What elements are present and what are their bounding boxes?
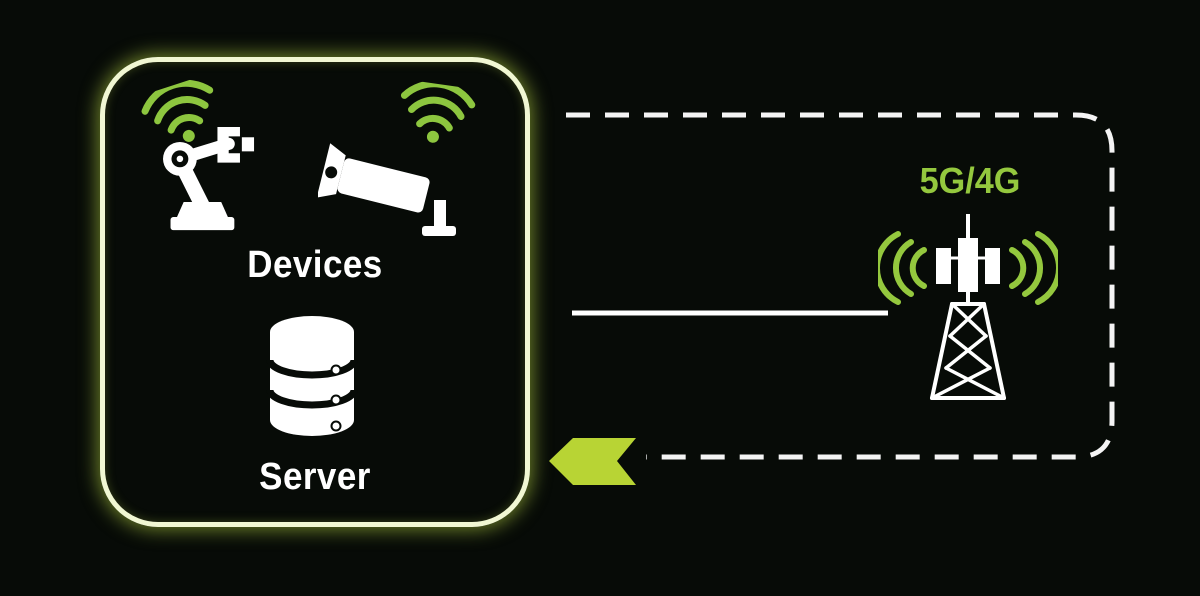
network-type-label: 5G/4G xyxy=(919,160,1021,201)
robot-arm-icon xyxy=(163,126,255,231)
radio-waves-right xyxy=(1009,231,1058,305)
server-label: Server xyxy=(259,456,371,498)
radio-waves-left xyxy=(878,231,927,305)
wifi-signal-icon xyxy=(141,79,214,142)
dashed-route-line xyxy=(566,112,1115,460)
cell-tower-icon xyxy=(878,214,1058,400)
device-box xyxy=(100,57,530,527)
database-icon xyxy=(266,316,358,436)
cctv-camera-icon xyxy=(318,143,456,236)
devices-label: Devices xyxy=(247,244,383,286)
wifi-signal-icon xyxy=(400,80,476,143)
left-arrow-icon xyxy=(549,438,636,485)
